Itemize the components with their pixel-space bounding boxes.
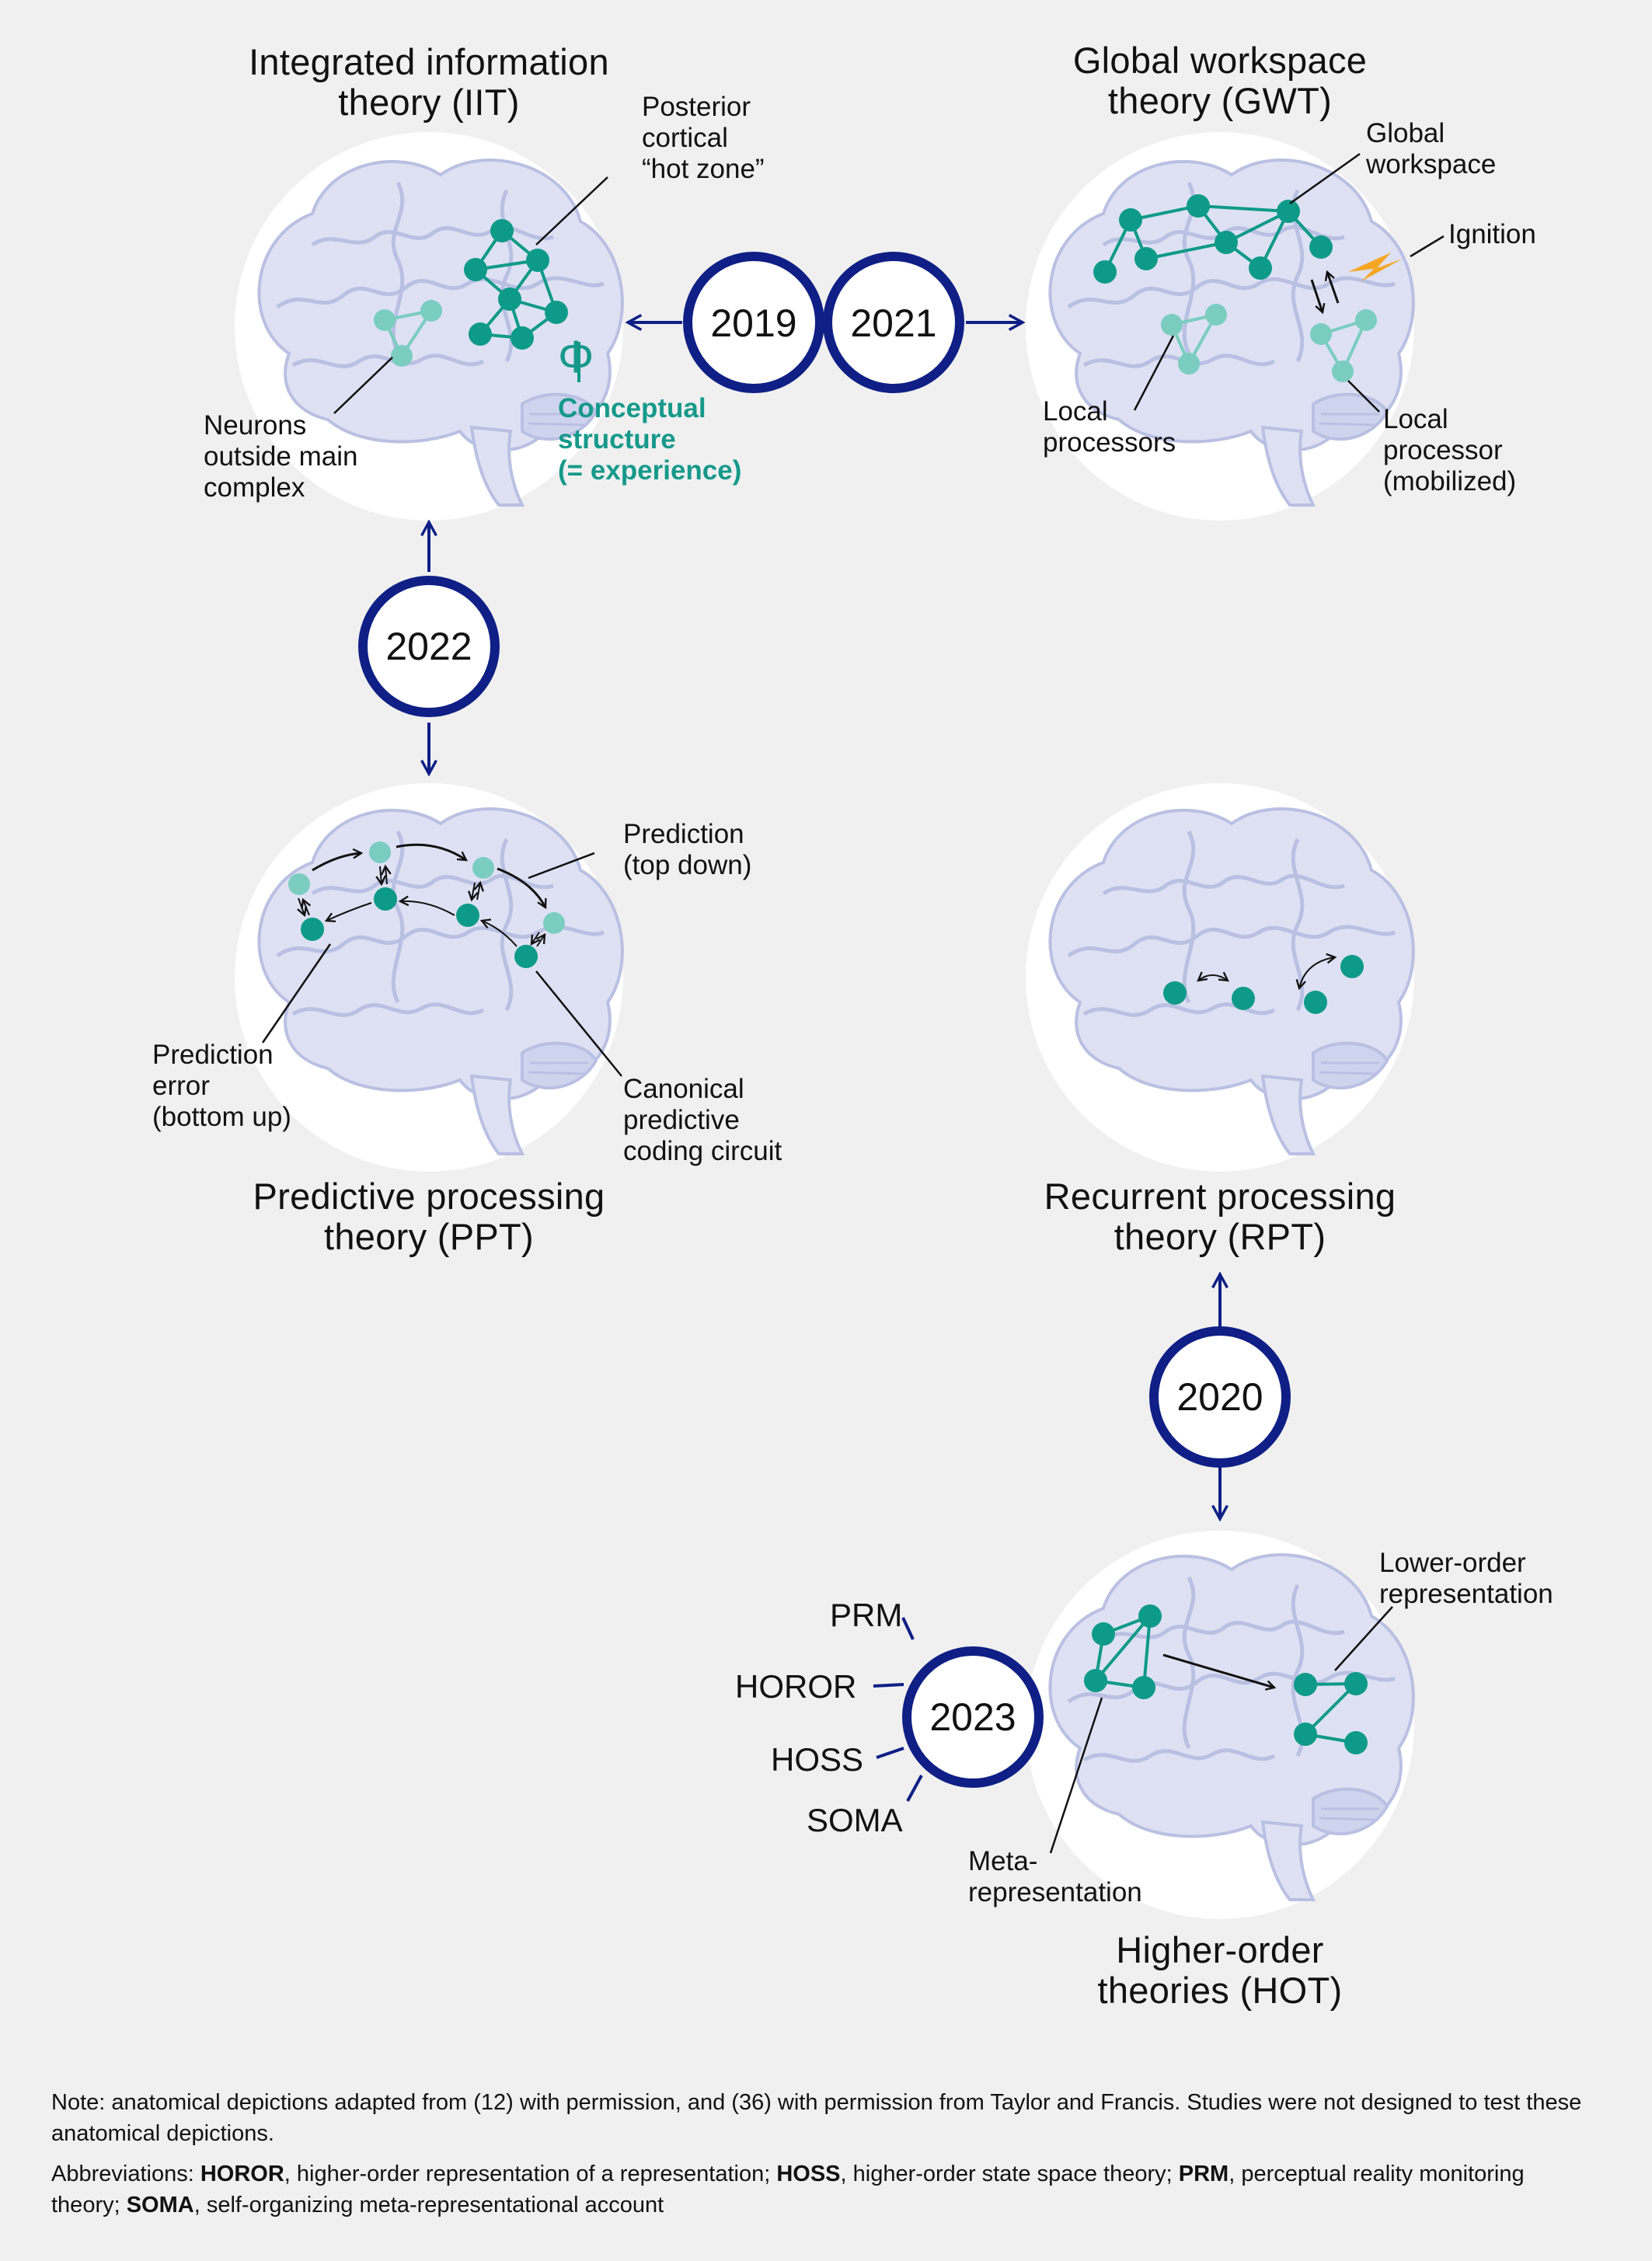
ppt-prediction-label: Prediction (top down) [623,819,752,880]
hot-variant-prm: PRM [830,1597,903,1633]
abbr-def-soma: , self-organizing meta-representational … [193,2193,664,2217]
abbr-term-hoss: HOSS [776,2162,841,2186]
hot-variant-horor: HOROR [735,1668,857,1705]
hot-network [1049,1604,1393,1854]
gwt-local-processors-label: Local processors [1043,396,1176,458]
ppt-prediction-error-label: Prediction error (bottom up) [152,1040,291,1132]
iit-conceptual-structure-label: Conceptual structure (= experience) [558,393,742,486]
iit-neurons-outside-label: Neurons outside main complex [204,410,358,503]
rpt-network [1163,955,1364,1014]
year-2023-label: 2023 [929,1695,1016,1739]
abbr-term-prm: PRM [1178,2162,1229,2186]
ppt-title: Predictive processing theory (PPT) [253,1176,605,1257]
abbr-def-hoss: , higher-order state space theory; [840,2162,1179,2186]
iit-title: Integrated information theory (IIT) [249,41,609,123]
footer-note: Note: anatomical depictions adapted from… [51,2090,1582,2146]
year-2019 [683,252,824,393]
year-2021-label: 2021 [850,301,937,345]
hot-variant-soma: SOMA [807,1802,903,1838]
gwt-local-processor-mobilized-label: Local processor (mobilized) [1383,404,1517,496]
phi-symbol: Φ [558,332,594,382]
abbr-prefix: Abbreviations: [51,2162,200,2186]
year-2023 [902,1646,1044,1788]
rpt-title: Recurrent processing theory (RPT) [1044,1176,1396,1257]
hot-title: Higher-order theories (HOT) [1097,1929,1343,2011]
year-connectors [429,322,1220,1802]
year-2022 [358,576,500,717]
abbr-def-horor: , higher-order representation of a repre… [284,2162,777,2186]
iit-hot-zone-label: Posterior cortical “hot zone” [642,92,765,184]
year-2020-label: 2020 [1176,1375,1263,1419]
ignition-bolt [1348,253,1403,281]
year-2019-label: 2019 [710,301,797,345]
year-2021 [823,252,964,393]
hot-variant-hoss: HOSS [771,1741,864,1778]
gwt-title: Global workspace theory (GWT) [1072,40,1368,121]
gwt-ignition-label: Ignition [1448,219,1536,249]
year-2022-label: 2022 [385,625,472,668]
abbr-term-horor: HOROR [200,2162,284,2186]
ppt-canonical-label: Canonical predictive coding circuit [623,1074,782,1166]
footer-abbreviations: Abbreviations: HOROR, higher-order repre… [51,2158,1598,2221]
hot-meta-representation-label: Meta- representation [968,1846,1142,1907]
ppt-network [261,841,622,1077]
year-2020 [1149,1326,1291,1468]
hot-lower-order-label: Lower-order representation [1379,1548,1553,1609]
iit-network [333,176,608,414]
abbr-def-prm: , perceptual reality monitoring theory; [51,2162,1525,2217]
gwt-workspace-label: Global workspace [1366,118,1497,179]
gwt-network [1093,152,1445,413]
abbr-term-soma: SOMA [126,2193,194,2217]
